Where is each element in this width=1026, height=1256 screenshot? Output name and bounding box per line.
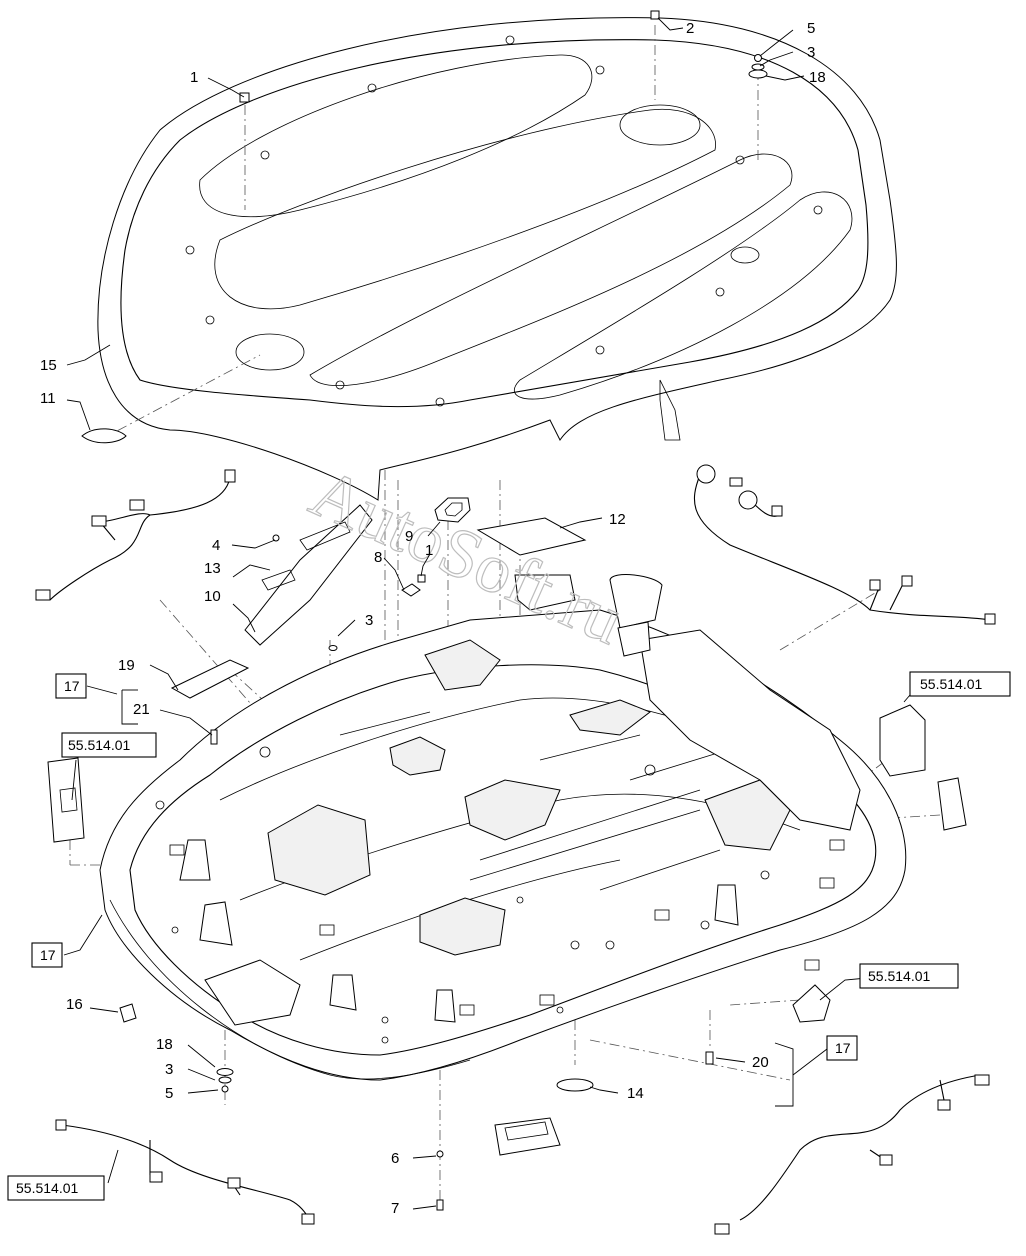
callout-12: 12	[609, 511, 626, 528]
callout-2: 2	[686, 20, 694, 37]
callout-5-bottom: 5	[165, 1085, 173, 1102]
callout-21: 21	[133, 701, 150, 718]
callout-6: 6	[391, 1150, 399, 1167]
callout-1-mid: 1	[425, 542, 433, 559]
ref-box-55-514-01-bottom-left: 55.514.01	[7, 1175, 105, 1201]
callout-9: 9	[405, 528, 413, 545]
ref-box-17-left: 17	[31, 942, 63, 968]
callout-1-top: 1	[190, 69, 198, 86]
svg-text:55.514.01: 55.514.01	[68, 737, 130, 753]
leader-lines	[63, 17, 911, 1210]
headliner-tray	[99, 609, 907, 1081]
callout-10: 10	[204, 588, 221, 605]
svg-text:17: 17	[40, 947, 56, 963]
callout-labels: 1 2 5 3 18 15 11 9 12 4 13 8 1 10 3 19 2…	[40, 20, 826, 1217]
callout-5-top: 5	[807, 20, 815, 37]
roof-panel	[97, 17, 897, 501]
callout-3-top: 3	[807, 44, 815, 61]
callout-15: 15	[40, 357, 57, 374]
ref-box-17-upper: 17	[55, 673, 87, 699]
callout-3-bottom: 3	[165, 1061, 173, 1078]
callout-20: 20	[752, 1054, 769, 1071]
callout-8: 8	[374, 549, 382, 566]
callout-4: 4	[212, 537, 220, 554]
callout-16: 16	[66, 996, 83, 1013]
ref-box-55-514-01-left: 55.514.01	[61, 732, 157, 758]
callout-14: 14	[627, 1085, 644, 1102]
ref-box-17-right: 17	[826, 1035, 858, 1061]
electrical-components	[47, 574, 967, 1023]
ref-box-55-514-01-mid-right: 55.514.01	[859, 963, 959, 989]
svg-text:55.514.01: 55.514.01	[920, 676, 982, 692]
wire-harnesses	[35, 464, 996, 1235]
callout-18-bottom: 18	[156, 1036, 173, 1053]
svg-text:17: 17	[835, 1040, 851, 1056]
boxed-references: 17 17 17 55.514.01 55.514.01 55.514.01 5…	[7, 671, 1011, 1201]
callout-7: 7	[391, 1200, 399, 1217]
svg-text:55.514.01: 55.514.01	[16, 1180, 78, 1196]
svg-text:17: 17	[64, 678, 80, 694]
callout-13: 13	[204, 560, 221, 577]
callout-11: 11	[40, 390, 56, 407]
callout-19: 19	[118, 657, 135, 674]
callout-18-top: 18	[809, 69, 826, 86]
svg-text:55.514.01: 55.514.01	[868, 968, 930, 984]
ref-box-55-514-01-top-right: 55.514.01	[909, 671, 1011, 697]
callout-3-mid: 3	[365, 612, 373, 629]
